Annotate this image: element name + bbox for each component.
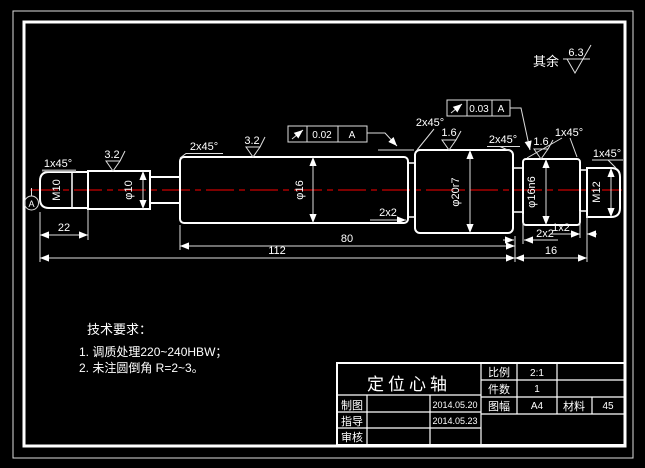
section-phi16n6-text: φ16n6 xyxy=(526,176,538,208)
diameter-dimensions: M10 φ10 φ16 φ20r7 φ16n6 M12 xyxy=(51,150,615,233)
dim-groove-mid: 2x2 xyxy=(379,207,397,219)
annotations: 1x45° 3.2 2x45° 3.2 2x45° 1.6 2x45° 1.6 … xyxy=(42,117,623,172)
tolerance-leader xyxy=(510,107,532,151)
dim-groove-m12: 1x2 xyxy=(552,222,570,234)
scale-value: 2:1 xyxy=(530,368,544,379)
drawn-date: 2014.05.20 xyxy=(432,400,477,410)
roughness-check-icon xyxy=(441,130,462,151)
dim-22: 22 xyxy=(58,222,70,234)
tech-req-title: 技术要求： xyxy=(87,322,152,337)
inner-border xyxy=(22,20,627,448)
outer-border xyxy=(12,10,634,459)
chamfer-m12-leader xyxy=(592,159,623,169)
datum-circle xyxy=(24,195,39,211)
sheet-label: 图幅 xyxy=(488,400,510,413)
datum-letter: A xyxy=(28,199,34,209)
section-phi16-text: φ16 xyxy=(294,180,306,199)
circular-runout-icon xyxy=(291,129,304,140)
roughness-check-icon xyxy=(105,150,126,172)
tolerance-frame-1: 0.02 A xyxy=(287,125,414,151)
roughness-check-icon xyxy=(245,136,266,158)
tolerance-value: 0.03 xyxy=(469,104,489,115)
material-value: 45 xyxy=(602,401,614,412)
section-m10-text: M10 xyxy=(51,179,63,200)
circular-runout-icon xyxy=(450,103,463,114)
title-block: 定位心轴 比例 2:1 件数 1 图幅 A4 材料 45 制图 2014.05.… xyxy=(336,362,626,446)
dim-112: 112 xyxy=(268,245,286,257)
chamfer-phi16-leader xyxy=(179,153,223,159)
part-name: 定位心轴 xyxy=(367,375,451,394)
qty-label: 件数 xyxy=(488,383,510,396)
chamfer-phi16n6-leaders xyxy=(526,137,578,159)
general-roughness-value: 6.3 xyxy=(568,47,583,59)
shaft-m10-section xyxy=(39,171,89,209)
chamfer-phi20-left-label: 2x45° xyxy=(416,117,444,129)
dim-groove-right: 2x2 xyxy=(536,228,554,240)
chamfer-phi20-right-label: 2x45° xyxy=(489,134,517,146)
shaft-phi20-section xyxy=(414,149,514,234)
length-dimensions: 22 80 112 16 2x2 2x2 1x2 xyxy=(39,207,597,262)
tolerance-value: 0.02 xyxy=(312,130,332,141)
tolerance-leader xyxy=(367,132,398,147)
rough-phi16n6-label: 1.6 xyxy=(533,136,548,148)
section-m12-text: M12 xyxy=(591,181,603,202)
chamfer-phi16n6-label: 1x45° xyxy=(555,127,583,139)
sheet-value: A4 xyxy=(531,401,544,412)
dim-16: 16 xyxy=(545,245,557,257)
general-roughness: 其余 6.3 xyxy=(533,44,592,75)
scale-label: 比例 xyxy=(488,365,510,379)
tolerance-datum: A xyxy=(349,130,356,141)
chamfer-phi16-label: 2x45° xyxy=(190,141,218,153)
chamfer-phi20-left-leader xyxy=(416,128,435,151)
roughness-check-icon xyxy=(563,44,592,75)
tolerance-frame-box xyxy=(287,125,368,143)
tolerance-frame-2: 0.03 A xyxy=(446,99,532,151)
datum-a-symbol: A xyxy=(24,188,39,211)
rough-phi16-label: 3.2 xyxy=(244,135,259,147)
rough-phi10-label: 3.2 xyxy=(104,149,119,161)
advisor-date: 2014.05.23 xyxy=(432,416,477,426)
general-roughness-prefix: 其余 xyxy=(533,54,559,69)
tech-requirements: 技术要求： 1. 调质处理220~240HBW； 2. 未注圆倒角 R=2~3。 xyxy=(79,322,227,375)
audit-label: 审核 xyxy=(341,430,363,444)
chamfer-phi20-right-leader xyxy=(487,146,520,152)
tech-req-item: 1. 调质处理220~240HBW； xyxy=(79,345,227,359)
advisor-label: 指导 xyxy=(341,414,363,428)
material-label: 材料 xyxy=(563,399,585,413)
rough-phi20-label: 1.6 xyxy=(441,127,456,139)
chamfer-m12-label: 1x45° xyxy=(593,148,621,160)
section-phi10-text: φ10 xyxy=(123,180,135,199)
shaft-profile xyxy=(39,149,621,234)
drawn-label: 制图 xyxy=(341,399,363,412)
chamfer-m10-label: 1x45° xyxy=(44,158,72,170)
dim-80: 80 xyxy=(341,233,353,245)
qty-value: 1 xyxy=(534,384,540,395)
tolerance-datum: A xyxy=(498,104,505,115)
section-phi20-text: φ20r7 xyxy=(450,177,462,206)
tech-req-item: 2. 未注圆倒角 R=2~3。 xyxy=(79,360,204,375)
